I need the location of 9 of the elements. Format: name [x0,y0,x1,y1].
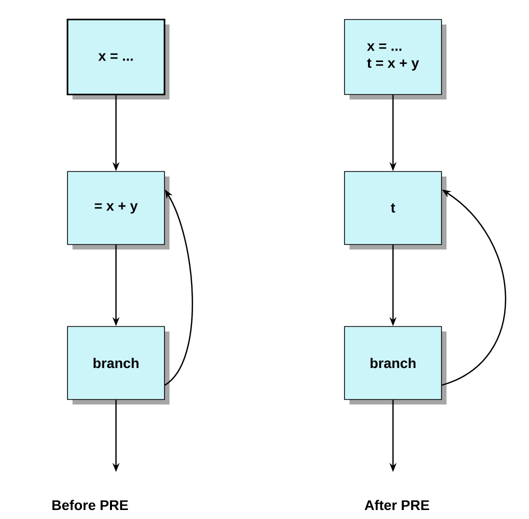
process-box: t [344,171,446,250]
process-box: = x + y [67,171,170,250]
process-box: branch [344,326,446,404]
process-box: branch [67,326,170,404]
caption: Before PRE [52,500,128,510]
arrow [442,190,506,386]
process-box: x = ... [66,18,170,100]
process-box: x = ... t = x + y [344,19,446,100]
caption: After PRE [364,500,430,510]
